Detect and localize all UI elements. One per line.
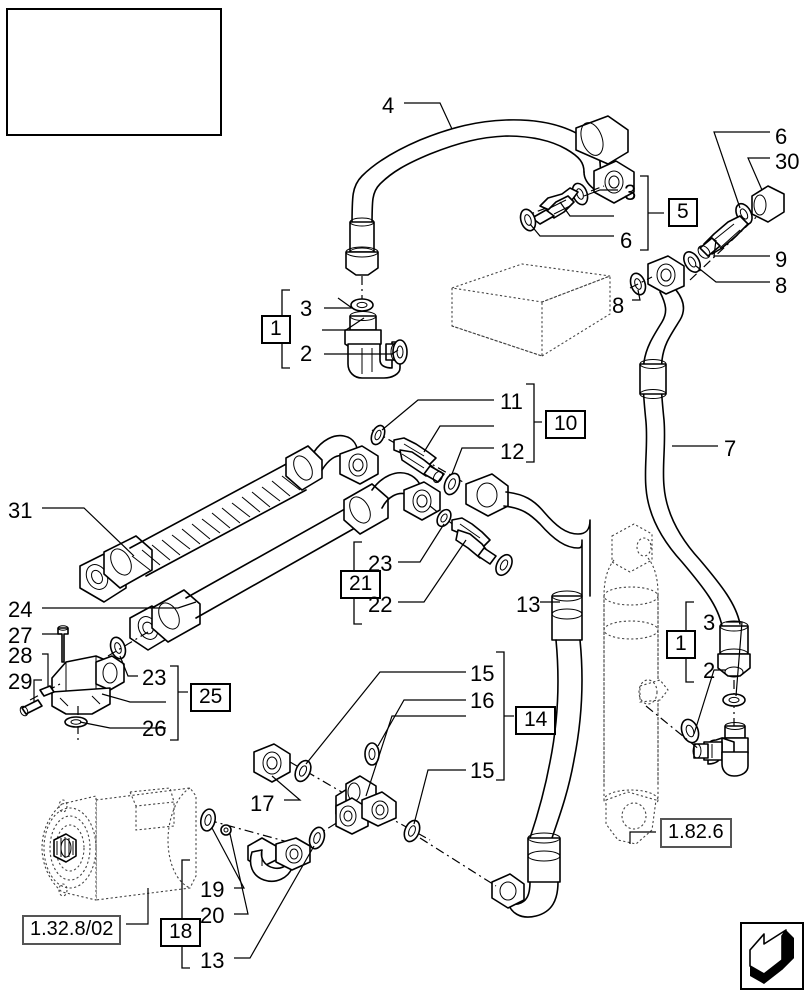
callout-1: 1: [666, 630, 696, 659]
forward-direction-arrow-icon: [749, 929, 794, 984]
callout-5: 5: [668, 198, 698, 227]
callout-29: 29: [8, 669, 33, 694]
elbow-fitting-1-right: [645, 705, 749, 777]
axis-29: [29, 683, 61, 701]
hose-7: [629, 255, 751, 678]
callout-12: 12: [500, 439, 525, 464]
oring-3-upper: [350, 298, 374, 312]
tee-assembly-14: [253, 742, 431, 843]
reference-box-1.32.8/02: 1.32.8/02: [22, 915, 122, 945]
callout-18: 18: [160, 918, 202, 947]
tractor-thumbnail-frame: [6, 8, 222, 136]
hose-4: [345, 115, 635, 276]
callout-3: 3: [300, 296, 313, 321]
callout-27: 27: [8, 623, 33, 648]
callout-31: 31: [8, 498, 33, 523]
callout-3: 3: [703, 610, 716, 635]
cylinder-phantom: [603, 523, 669, 845]
callout-6: 6: [775, 124, 788, 149]
callout-20: 20: [200, 903, 225, 928]
callout-25: 25: [190, 683, 232, 712]
callout-7: 7: [724, 436, 737, 461]
callout-30: 30: [775, 149, 800, 174]
callout-4: 4: [382, 93, 395, 118]
axis-14-lower-right: [367, 805, 431, 841]
callout-1: 1: [261, 315, 291, 344]
callout-17: 17: [250, 791, 275, 816]
callout-24: 24: [8, 597, 33, 622]
filter-block-phantom: [451, 263, 611, 357]
callout-10: 10: [545, 410, 587, 439]
callout-23: 23: [368, 551, 393, 576]
adaptor-assembly-10: [370, 424, 471, 496]
callout-13: 13: [516, 592, 541, 617]
callout-23: 23: [142, 665, 167, 690]
callout-19: 19: [200, 877, 225, 902]
callout-14: 14: [515, 706, 557, 735]
callout-26: 26: [142, 716, 167, 741]
callout-22: 22: [368, 592, 393, 617]
hose-24: [129, 472, 441, 651]
axis-8-left: [629, 276, 653, 289]
callout-2: 2: [300, 341, 313, 366]
forward-direction-arrow: [740, 922, 804, 990]
elbow-fitting-1: [344, 311, 408, 379]
axis-30: [689, 205, 769, 281]
adaptor-assembly-21: [429, 505, 513, 577]
callout-2: 2: [703, 658, 716, 683]
hose-31-spiral: [79, 434, 379, 603]
callout-16: 16: [470, 688, 495, 713]
callout-13: 13: [200, 948, 225, 973]
pipe-13: [419, 473, 591, 918]
callout-6: 6: [620, 228, 633, 253]
callout-21: 21: [340, 570, 382, 599]
callout-28: 28: [8, 643, 33, 668]
callout-3: 3: [624, 180, 637, 205]
callout-9: 9: [775, 247, 788, 272]
axis-25-to-24: [107, 631, 149, 657]
callout-11: 11: [500, 389, 523, 414]
callout-15: 15: [470, 661, 495, 686]
leader-lines: [33, 102, 770, 969]
axis-18: [207, 819, 289, 843]
callout-8: 8: [775, 273, 788, 298]
reference-box-1.82.6: 1.82.6: [660, 818, 732, 848]
axis-13-bottom: [419, 837, 497, 887]
callout-8: 8: [612, 293, 625, 318]
axis-cyl-port: [645, 705, 701, 751]
pump-phantom: [41, 787, 197, 901]
callout-15: 15: [470, 758, 495, 783]
elbow-assembly-18: [199, 808, 326, 883]
oring-3-lower-right: [722, 693, 746, 707]
bracket-block-25: [19, 625, 149, 740]
